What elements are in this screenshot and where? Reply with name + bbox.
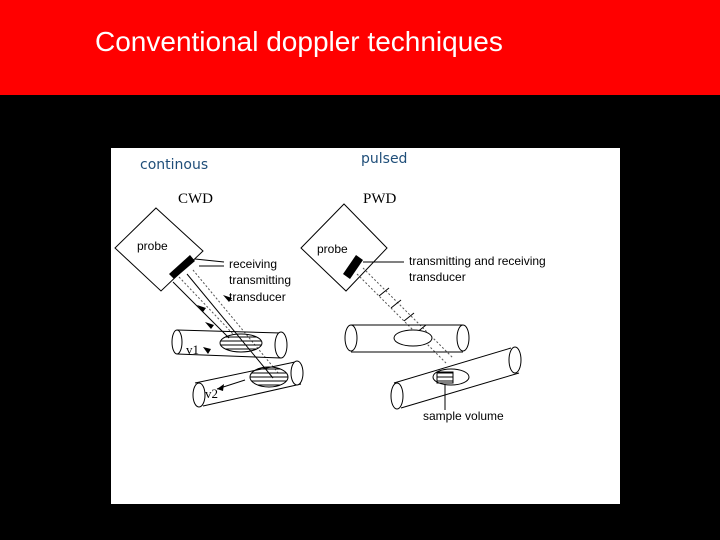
doppler-diagram: continous CWD probe receiving bbox=[114, 151, 549, 423]
cwd-vessel-upper bbox=[171, 329, 288, 359]
cwd-panel: continous CWD probe receiving bbox=[114, 157, 304, 408]
pwd-vessel-upper bbox=[344, 324, 470, 353]
pwd-vessel-lower bbox=[390, 346, 522, 410]
pwd-probe-body bbox=[300, 203, 388, 292]
pwd-transducer bbox=[343, 255, 363, 279]
pwd-heading: PWD bbox=[363, 191, 397, 207]
continous-caption: continous bbox=[140, 157, 208, 173]
title-bar bbox=[0, 0, 720, 95]
cwd-beams bbox=[172, 269, 280, 379]
v2-label: v2 bbox=[205, 386, 218, 401]
pwd-probe-label: probe bbox=[317, 242, 348, 256]
doppler-figure: continous CWD probe receiving bbox=[111, 148, 620, 504]
cwd-vessel-lower bbox=[192, 360, 304, 408]
sample-volume-region bbox=[436, 371, 454, 384]
pwd-panel: pulsed PWD probe transmitting and receiv… bbox=[300, 151, 549, 423]
cwd-probe-label: probe bbox=[137, 239, 168, 253]
v1-label: v1 bbox=[186, 342, 199, 357]
cwd-transducer bbox=[169, 255, 195, 279]
slide-title: Conventional doppler techniques bbox=[95, 26, 503, 57]
pwd-transducer-label: transmitting and receiving transducer bbox=[409, 254, 549, 284]
cwd-heading: CWD bbox=[178, 191, 213, 207]
cwd-transducer-label: receiving transmitting transducer bbox=[229, 257, 294, 304]
cwd-label-leader bbox=[194, 258, 225, 263]
sample-volume-label: sample volume bbox=[423, 409, 504, 423]
pulsed-caption: pulsed bbox=[361, 151, 407, 167]
